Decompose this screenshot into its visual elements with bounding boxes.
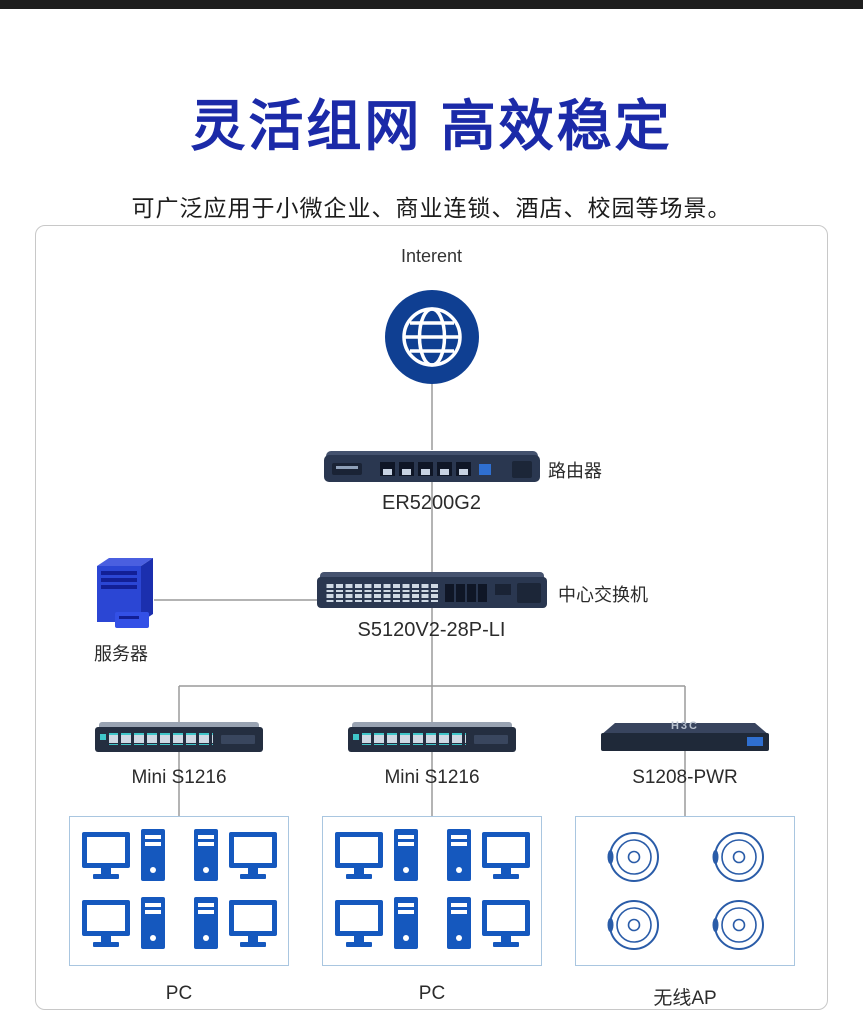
- pc-pair-icon: [186, 828, 278, 886]
- pc-group-box-2: [322, 816, 542, 966]
- router-device-image: [324, 448, 540, 488]
- pc-pair-icon: [439, 828, 531, 886]
- core-switch-side-label: 中心交换机: [558, 585, 648, 605]
- ap-group-box: [575, 816, 795, 966]
- internet-label: Interent: [400, 246, 463, 266]
- network-diagram: Interent: [35, 225, 828, 1010]
- connector-lines: [154, 384, 686, 816]
- page-title: 灵活组网 高效稳定: [190, 94, 673, 157]
- edge-switch-image-1: [95, 720, 263, 754]
- pc-pair-icon: [81, 896, 173, 954]
- top-bar: [0, 0, 863, 9]
- group-label-pc-2: PC: [418, 983, 446, 1004]
- globe-icon: [385, 290, 479, 384]
- server-icon: [85, 556, 157, 636]
- router-side-label: 路由器: [548, 461, 602, 481]
- edge-switch-model-label-3: S1208-PWR: [632, 767, 738, 788]
- group-label-wireless-ap: 无线AP: [653, 988, 717, 1009]
- wireless-ap-icon: [605, 897, 661, 953]
- group-label-pc-1: PC: [165, 983, 193, 1004]
- wireless-ap-icon: [605, 829, 661, 885]
- pc-pair-icon: [186, 896, 278, 954]
- pc-group-box-1: [69, 816, 289, 966]
- edge-switch-image-2: [348, 720, 516, 754]
- pc-pair-icon: [81, 828, 173, 886]
- router-model-label: ER5200G2: [382, 492, 481, 514]
- pc-pair-icon: [334, 896, 426, 954]
- edge-switch-model-label-1: Mini S1216: [131, 767, 227, 788]
- core-switch-image: [317, 570, 547, 612]
- pc-pair-icon: [334, 828, 426, 886]
- edge-switch-model-label-2: Mini S1216: [384, 767, 480, 788]
- page-subtitle: 可广泛应用于小微企业、商业连锁、酒店、校园等场景。: [131, 195, 732, 221]
- edge-switch-image-3: H3C: [601, 720, 769, 754]
- server-label: 服务器: [94, 644, 148, 664]
- pc-pair-icon: [439, 896, 531, 954]
- wireless-ap-icon: [710, 829, 766, 885]
- device-brand-label: H3C: [670, 720, 699, 732]
- wireless-ap-icon: [710, 897, 766, 953]
- core-switch-model-label: S5120V2-28P-LI: [357, 619, 506, 641]
